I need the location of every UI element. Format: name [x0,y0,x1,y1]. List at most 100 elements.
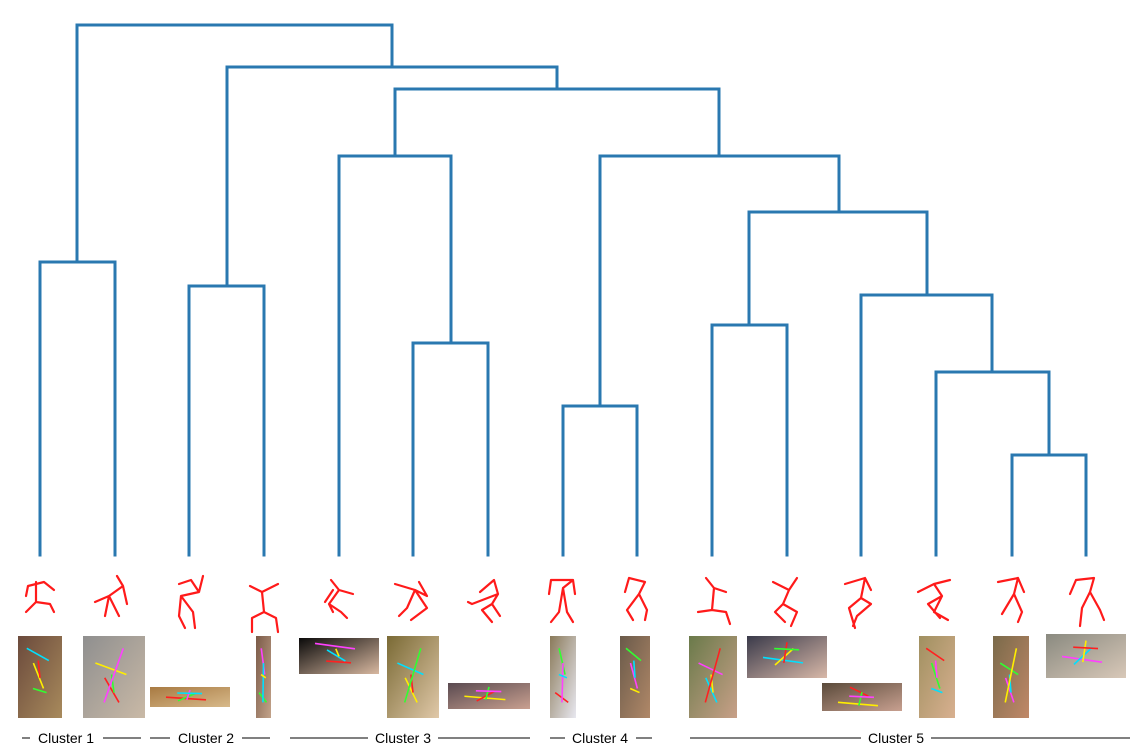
overlay-limb [326,649,346,662]
thumbnail-pose-overlay-9 [625,647,642,694]
thumbnail-pose-overlay-5 [314,642,356,664]
pose-skeleton-12 [843,576,873,630]
painting-thumbnail-3 [150,687,230,707]
cluster-4-label: Cluster 4 [572,730,628,746]
dendrogram-link-13 [225,65,559,288]
dendrogram-link-2 [187,284,266,557]
thumbnail-pose-overlay-12 [837,686,879,707]
dendrogram-link-1 [38,260,117,557]
overlay-limb [37,660,41,678]
overlay-limb [705,677,718,703]
overlay-limb [32,662,45,689]
dendrogram-link-11 [598,154,841,408]
thumbnail-pose-overlay-13 [925,647,945,694]
overlay-limb [934,660,938,678]
overlay-limb [186,689,191,701]
overlay-limb [464,695,506,701]
overlay-limb [1061,655,1103,663]
overlay-limb [558,673,568,679]
overlay-limb [774,647,800,651]
dendrogram-link-9 [859,293,994,557]
pose-skeletons [24,574,1106,634]
overlay-limb [633,660,636,678]
thumbnail-pose-overlay-7 [464,686,506,702]
thumbnail-pose-overlay-1 [26,647,50,694]
overlay-limb [783,642,788,664]
overlay-limb [629,687,640,694]
overlay-limb [625,647,642,662]
dendrogram-link-8 [934,370,1051,557]
overlay-limb [110,674,115,693]
overlay-limb [558,648,566,675]
overlay-limb [849,686,869,697]
pose-skeleton-9 [623,576,649,622]
dendrogram-link-5 [561,404,639,557]
dendrogram-link-7 [1010,453,1088,557]
overlay-limb [326,660,352,664]
pose-skeleton-15 [1068,576,1106,628]
pose-skeleton-14 [996,576,1026,624]
overlay-limb [404,677,418,703]
cluster-1-label: Cluster 1 [38,730,94,746]
thumbnail-pose-overlay-3 [165,689,207,702]
overlay-limb [837,701,879,707]
overlay-limb [260,673,267,679]
pose-skeleton-3 [177,574,205,630]
overlay-limb [762,656,804,664]
overlay-limb [1073,646,1099,650]
thumbnail-pose-overlay-15 [1061,640,1103,665]
painting-thumbnails [18,634,1126,718]
overlay-limb [262,663,265,703]
pose-skeleton-10 [696,576,732,626]
overlay-limb [104,677,120,703]
overlay-limb [165,696,207,701]
thumbnail-pose-overlay-2 [95,648,127,703]
pose-skeleton-4 [248,582,280,634]
overlay-limb [177,692,203,695]
thumbnail-pose-overlay-10 [698,648,723,703]
cluster-2-label: Cluster 2 [178,730,234,746]
overlay-limb [704,648,721,703]
overlay-limb [475,690,502,693]
overlay-limb [858,692,863,706]
overlay-limb [930,687,943,694]
cluster-labels: Cluster 1 Cluster 2 Cluster 3 Cluster 4 … [22,730,1130,746]
thumbnail-pose-overlay-6 [397,648,424,703]
pose-skeleton-11 [771,576,799,628]
pose-skeleton-8 [547,578,577,624]
overlay-limb [314,642,356,650]
overlay-limb [32,687,47,694]
thumbnail-pose-overlay-11 [762,642,804,666]
pose-skeleton-5 [323,578,355,620]
dendrogram-link-14 [75,23,394,264]
thumbnail-pose-overlay-14 [999,648,1019,703]
overlay-limb [698,662,723,676]
dendrogram-link-3 [411,341,490,557]
cluster-3-label: Cluster 3 [375,730,431,746]
cluster-5-label: Cluster 5 [868,730,924,746]
overlay-limb [103,648,125,703]
thumbnail-pose-overlay-4 [258,648,268,703]
overlay-limb [1004,648,1018,703]
pose-skeleton-2 [93,574,129,618]
overlay-limb [849,695,875,699]
overlay-limb [999,662,1019,676]
overlay-limb [403,648,422,703]
dendrogram-link-12 [393,87,721,158]
dendrogram-link-10 [747,210,929,327]
dendrogram-link-4 [337,154,453,557]
overlay-limb [95,662,127,676]
pose-skeleton-6 [393,580,429,622]
overlay-limb [484,686,490,700]
dendrogram-link-6 [710,323,789,557]
overlay-limb [930,662,941,689]
overlay-limb [26,647,50,662]
overlay-limb [925,647,945,662]
pose-skeleton-13 [916,578,952,622]
overlay-limb [335,648,340,657]
dendrogram-tree [38,23,1088,557]
overlay-limb [1004,677,1015,703]
overlay-limb [629,662,639,689]
thumbnail-pose-overlay-8 [554,648,569,704]
